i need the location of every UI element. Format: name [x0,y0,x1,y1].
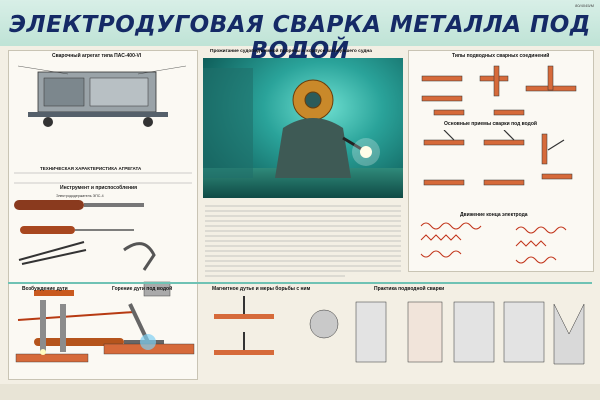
scene-caption: Прожигание судоподъемной прорезы в корпу… [210,49,372,54]
practice-title: Практика подводной сварки [374,286,445,292]
holder-label: Электрододержатель ЭПС-4 [56,194,104,198]
title-band [0,0,600,46]
spec-title: ТЕХНИЧЕСКАЯ ХАРАКТЕРИСТИКА АГРЕГАТА [40,166,142,171]
underwater-scene [203,58,403,198]
bottom-divider [8,282,592,284]
magnetic-blow-title: Магнитное дутье и меры борьбы с ним [212,286,311,292]
techniques-title: Основные приемы сварки под водой [444,121,537,127]
welding-unit-drawing [18,65,186,127]
techniques-drawing [423,130,573,186]
footer-strip [0,384,600,400]
electrode-motion-drawing [420,222,567,264]
page-title: ЭЛЕКТРОДУГОВАЯ СВАРКА МЕТАЛЛА ПОД ВОДОЙ [9,12,591,64]
arc-start-title: Возбуждение дуги [22,286,68,292]
arc-burning-drawing [103,303,195,355]
joint-types-drawing [421,65,577,116]
poster-code: 80/4045/М [575,3,594,8]
practice-drawing [309,301,585,365]
center-text-lines [205,205,401,277]
tools-title: Инструмент и приспособления [60,185,137,191]
diver-drawing [203,68,380,178]
unit-title: Сварочный агрегат типа ПАС-400-VI [52,53,142,59]
spec-table [14,172,192,184]
joint-types-title: Типы подводных сварных соединений [452,53,550,59]
tools-drawing [14,200,171,346]
electrode-motion-title: Движение конца электрода [460,212,528,218]
magnetic-blow-drawing [214,296,274,355]
arc-start-drawing [15,300,89,363]
arc-burning-title: Горение дуги под водой [112,286,173,292]
